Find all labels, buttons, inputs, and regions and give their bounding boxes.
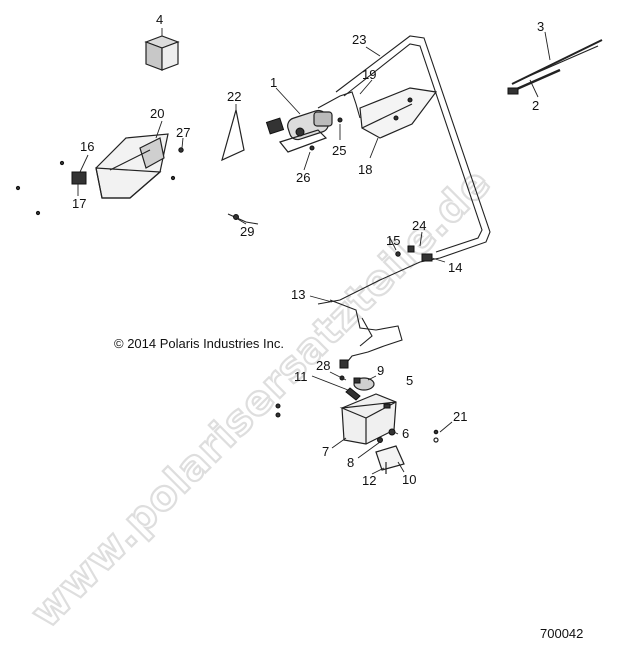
callout-10: 10 [402, 472, 416, 487]
callout-26: 26 [296, 170, 310, 185]
callout-28: 28 [316, 358, 330, 373]
part-9-cap [353, 377, 375, 391]
part-24-connector [407, 245, 415, 253]
callout-24: 24 [412, 218, 426, 233]
part-1-wiper-motor [265, 109, 333, 153]
figure-number: 700042 [540, 626, 583, 641]
part-22-bracket [221, 109, 245, 162]
part-15-fitting [395, 251, 401, 257]
callout-2: 2 [532, 98, 539, 113]
callout-8: 8 [347, 455, 354, 470]
callout-29: 29 [240, 224, 254, 239]
loose-fasteners [15, 160, 176, 216]
part-3-wiper-blade [511, 39, 603, 85]
reservoir-fasteners [275, 403, 281, 418]
part-7-reservoir [339, 393, 397, 445]
callout-21: 21 [453, 409, 467, 424]
part-20-storage-bin [95, 133, 169, 199]
part-27-screw [178, 147, 184, 153]
callout-13: 13 [291, 287, 305, 302]
callout-7: 7 [322, 444, 329, 459]
part-19-hose [317, 91, 361, 119]
callout-15: 15 [386, 233, 400, 248]
watermark-text: www.polarisersatzteile.de [21, 158, 500, 637]
part-21-nut [433, 429, 439, 443]
callout-3: 3 [537, 19, 544, 34]
part-14-connector [421, 253, 433, 262]
part-2-wiper-arm [507, 68, 561, 95]
leader-lines [77, 28, 551, 475]
callout-11: 11 [294, 369, 308, 384]
callout-22: 22 [227, 89, 241, 104]
part-26-fastener [309, 145, 315, 151]
part-25-fastener [337, 117, 343, 123]
part-23-washer-hose [317, 35, 491, 305]
callout-5: 5 [406, 373, 413, 388]
callout-17: 17 [72, 196, 86, 211]
callout-20: 20 [150, 106, 164, 121]
callout-6: 6 [402, 426, 409, 441]
callout-27: 27 [176, 125, 190, 140]
callout-9: 9 [377, 363, 384, 378]
part-8-grommet [377, 437, 383, 443]
part-4-box [144, 35, 180, 71]
part-10-bracket [375, 445, 405, 474]
copyright-text: © 2014 Polaris Industries Inc. [114, 336, 284, 351]
part-18-cover [359, 87, 438, 139]
callout-14: 14 [448, 260, 462, 275]
callout-19: 19 [362, 67, 376, 82]
callout-23: 23 [352, 32, 366, 47]
part-13-harness [329, 299, 403, 367]
callout-12: 12 [362, 473, 376, 488]
callout-25: 25 [332, 143, 346, 158]
callout-18: 18 [358, 162, 372, 177]
callout-16: 16 [80, 139, 94, 154]
callout-4: 4 [156, 12, 163, 27]
part-11-pump [345, 387, 361, 401]
part-16-switch [71, 171, 87, 185]
callout-1: 1 [270, 75, 277, 90]
